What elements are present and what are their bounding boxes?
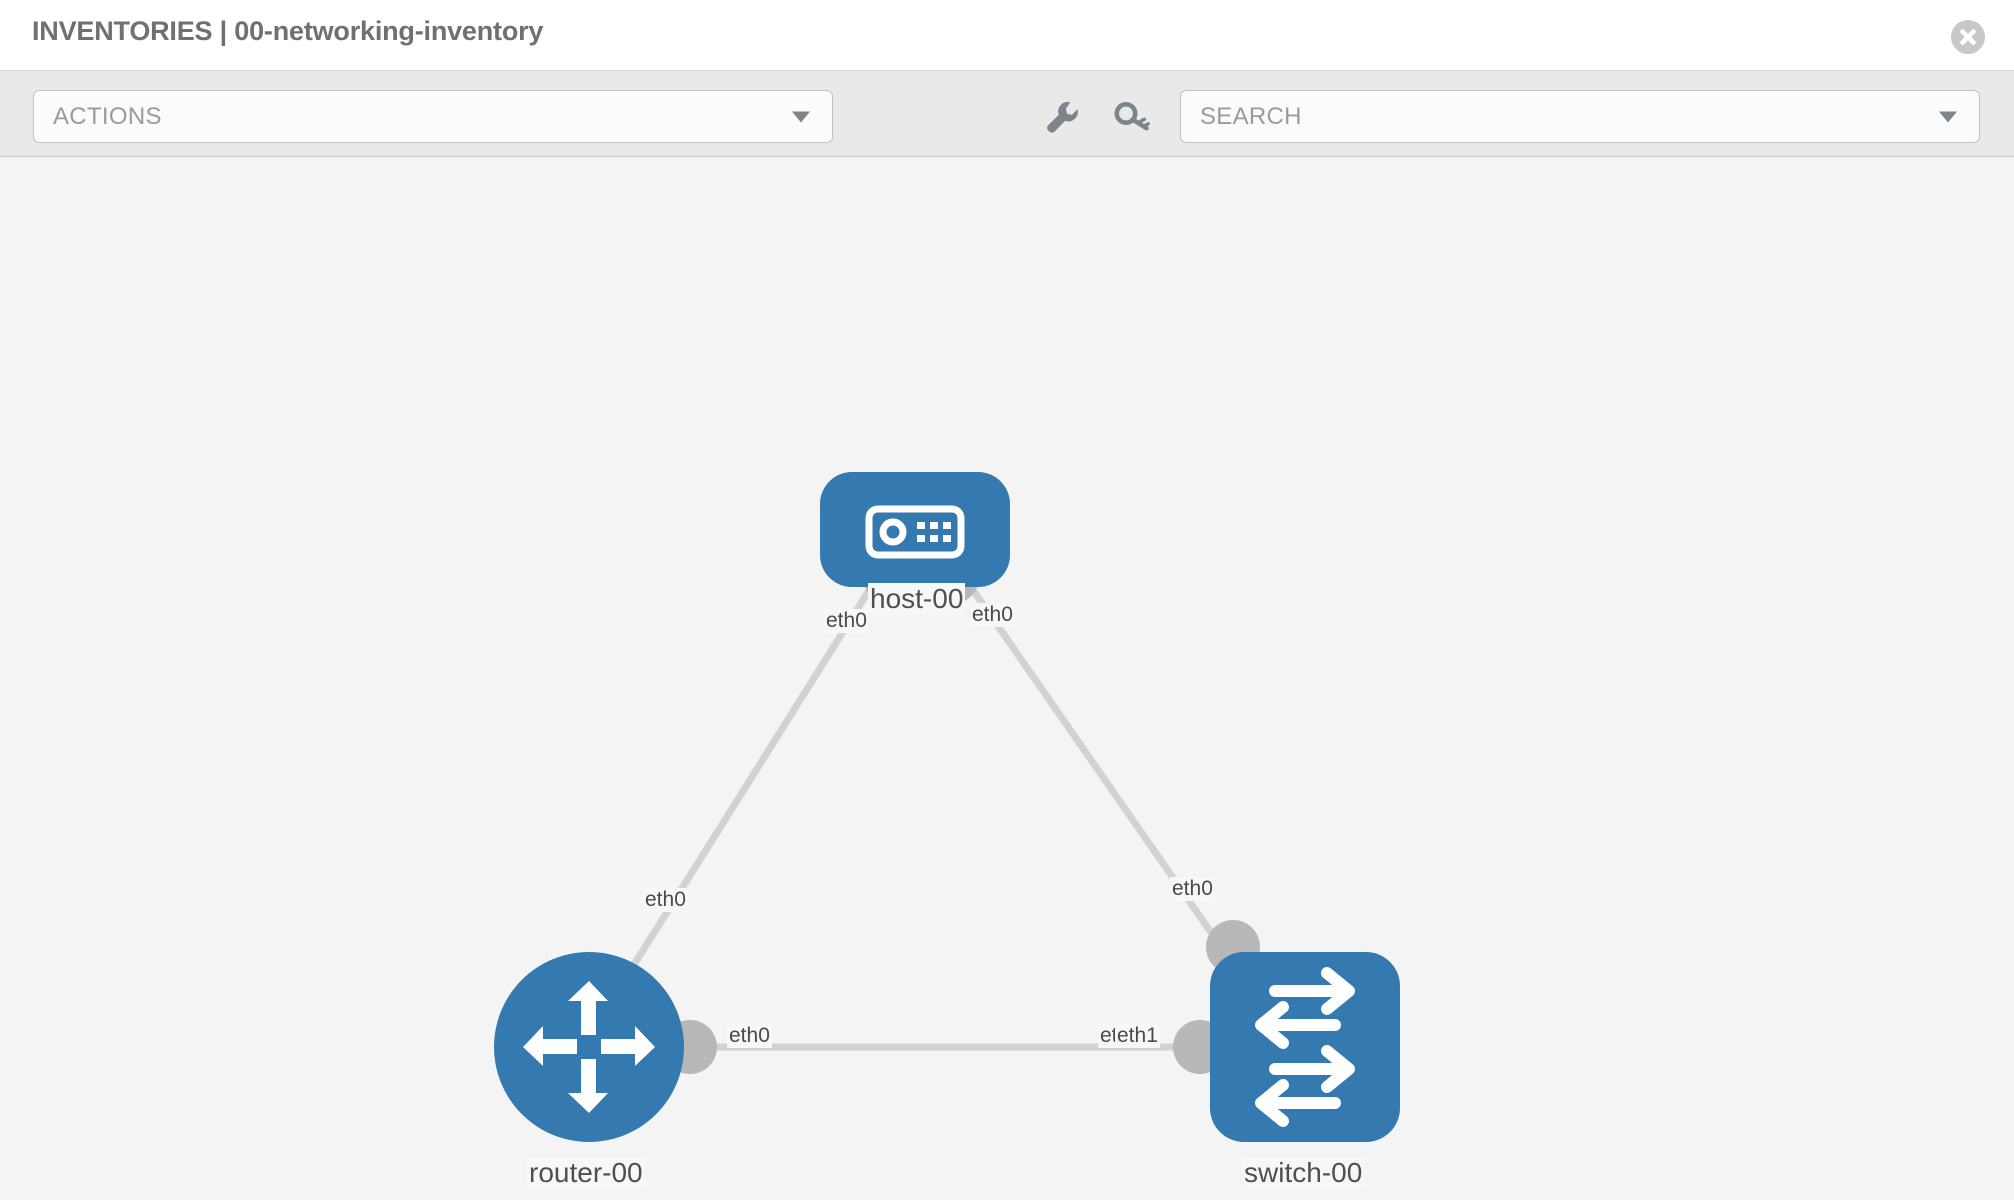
topology-interfaces <box>663 550 1260 1074</box>
page-header: INVENTORIES | 00-networking-inventory <box>0 0 2014 71</box>
toolbar: ACTIONS SEARCH <box>0 71 2014 157</box>
search-input[interactable]: SEARCH <box>1180 90 1980 143</box>
interface-label: eth0 <box>970 603 1015 628</box>
close-icon[interactable] <box>1951 20 1985 54</box>
switch-arrows-icon <box>1255 967 1355 1127</box>
wrench-icon[interactable] <box>1040 95 1084 139</box>
chevron-down-icon <box>1939 111 1957 122</box>
node-host-00[interactable] <box>820 472 1010 587</box>
node-label-switch-00: switch-00 <box>1242 1157 1365 1189</box>
interface-label: eth0 <box>824 609 869 634</box>
interface-label: eth0 <box>727 1024 772 1049</box>
interface-label: eth1 <box>1115 1024 1160 1049</box>
topology-graph <box>494 472 1400 1142</box>
key-icon[interactable] <box>1110 95 1154 139</box>
actions-dropdown-label: ACTIONS <box>53 102 162 130</box>
search-placeholder: SEARCH <box>1200 102 1302 130</box>
node-switch-00[interactable] <box>1210 952 1400 1142</box>
chevron-down-icon <box>792 111 810 122</box>
actions-dropdown[interactable]: ACTIONS <box>33 90 833 143</box>
interface-label: eth0 <box>1170 877 1215 902</box>
node-label-host-00: host-00 <box>868 583 966 615</box>
node-label-router-00: router-00 <box>527 1157 645 1189</box>
topology-canvas[interactable]: host-00 router-00 switch-00 eth0 eth0 et… <box>0 157 2014 1200</box>
topology-links <box>617 555 1238 1051</box>
page-title: INVENTORIES | 00-networking-inventory <box>32 16 544 46</box>
server-icon <box>865 505 965 559</box>
interface-label: eth0 <box>643 888 688 913</box>
node-router-00[interactable] <box>494 952 684 1142</box>
router-arrows-icon <box>523 981 655 1113</box>
